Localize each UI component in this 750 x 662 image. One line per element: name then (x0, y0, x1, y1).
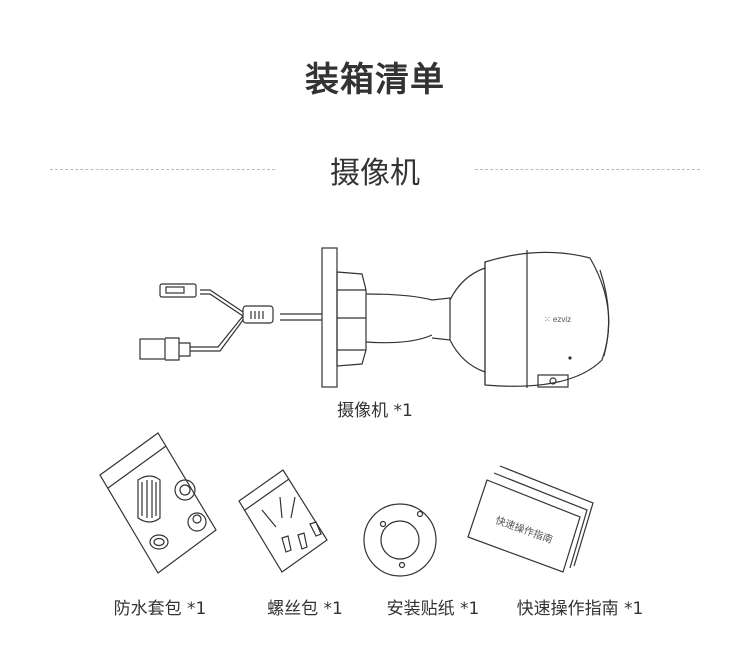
section-title: 摄像机 (330, 156, 420, 191)
camera-illustration: ⁙ ezviz (139, 247, 610, 388)
screw-kit-label: 螺丝包 *1 (267, 599, 343, 619)
waterproof-kit-label: 防水套包 *1 (113, 599, 207, 619)
quick-guide-illustration: 快速操作指南 (467, 465, 594, 573)
divider-right (475, 169, 700, 170)
camera-label: 摄像机 *1 (337, 401, 413, 421)
mounting-sticker-label: 安装贴纸 *1 (386, 599, 480, 619)
page-title: 装箱清单 (305, 60, 445, 100)
divider-left (50, 169, 275, 170)
quick-guide-label: 快速操作指南 *1 (516, 599, 644, 619)
screw-kit-illustration (238, 469, 328, 573)
waterproof-kit-illustration (99, 432, 217, 574)
mounting-sticker-illustration (363, 503, 437, 577)
ezviz-logo: ⁙ ezviz (544, 315, 571, 324)
